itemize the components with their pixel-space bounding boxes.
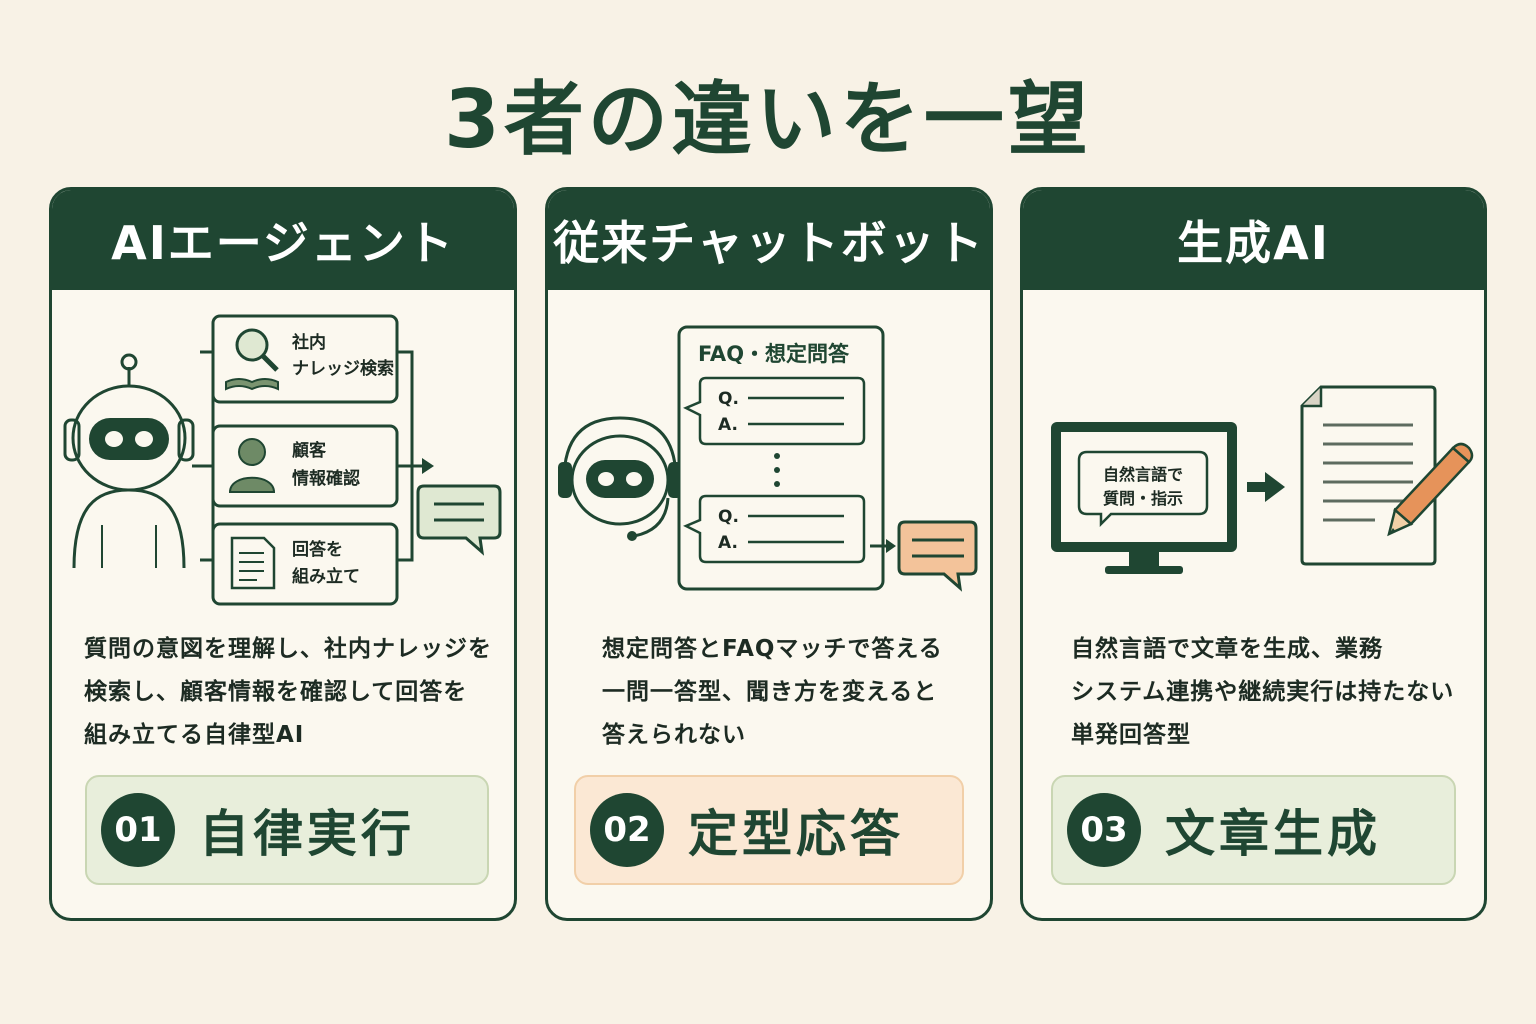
prompt-line-1: 自然言語で xyxy=(1103,465,1183,484)
arrow-head-icon xyxy=(886,539,896,553)
robot-icon xyxy=(63,353,195,569)
desc-line: 答えられない xyxy=(602,722,746,748)
genai-illustration: 自然言語で 質問・指示 xyxy=(1023,290,1484,624)
person-icon xyxy=(228,438,276,493)
card-heading: 従来チャットボット xyxy=(548,190,990,290)
answer-label: A. xyxy=(718,415,738,435)
prompt-line-2: 質問・指示 xyxy=(1103,489,1183,508)
qa-bubble xyxy=(683,376,866,446)
desc-line: 検索し、顧客情報を確認して回答を xyxy=(84,679,468,705)
card-generative-ai: 生成AI 自然言語で 質問・指示 xyxy=(1020,187,1487,921)
desc-line: 自然言語で文章を生成、業務 xyxy=(1071,636,1383,662)
agent-illustration: 社内 ナレッジ検索 顧客 情報確認 回答を 組み立て xyxy=(52,290,514,624)
ellipsis-dot xyxy=(774,467,780,473)
arrow-head-icon xyxy=(1265,472,1285,502)
tool-label-3b: 組み立て xyxy=(292,566,360,587)
question-label: Q. xyxy=(718,507,739,527)
card-description: 想定問答とFAQマッチで答える 一問一答型、聞き方を変えると 答えられない xyxy=(602,628,943,757)
card-heading: 生成AI xyxy=(1023,190,1484,290)
badge-text-generation: 03 文章生成 xyxy=(1051,775,1456,885)
badge-label: 文章生成 xyxy=(1165,805,1381,863)
tool-label-1b: ナレッジ検索 xyxy=(292,358,394,379)
page-title: 3者の違いを一望 xyxy=(444,73,1092,166)
document-icon xyxy=(1300,385,1437,566)
ellipsis-dot xyxy=(774,481,780,487)
badge-fixed-response: 02 定型応答 xyxy=(574,775,964,885)
question-label: Q. xyxy=(718,389,739,409)
tool-label-3a: 回答を xyxy=(292,539,343,560)
document-icon xyxy=(230,536,276,590)
desc-line: 質問の意図を理解し、社内ナレッジを xyxy=(84,636,492,662)
chat-bubble-icon xyxy=(897,520,978,592)
qa-bubble xyxy=(683,494,866,564)
badge-number: 03 xyxy=(1067,793,1141,867)
card-heading: AIエージェント xyxy=(52,190,514,290)
desc-line: 一問一答型、聞き方を変えると xyxy=(602,679,938,705)
badge-label: 自律実行 xyxy=(199,805,415,863)
card-description: 自然言語で文章を生成、業務 システム連携や継続実行は持たない 単発回答型 xyxy=(1071,628,1454,757)
headset-robot-icon xyxy=(558,416,682,541)
tool-label-2a: 顧客 xyxy=(292,440,327,461)
ellipsis-dot xyxy=(774,453,780,459)
badge-number: 02 xyxy=(590,793,664,867)
chatbot-illustration: FAQ・想定問答 Q. A. Q. A. xyxy=(548,290,990,624)
chat-bubble-icon xyxy=(416,484,502,556)
badge-number: 01 xyxy=(101,793,175,867)
magnifier-book-icon xyxy=(225,328,279,391)
badge-autonomous: 01 自律実行 xyxy=(85,775,489,885)
desc-line: 想定問答とFAQマッチで答える xyxy=(602,636,943,662)
tool-label-1a: 社内 xyxy=(291,332,326,353)
faq-title: FAQ・想定問答 xyxy=(698,342,850,366)
monitor-icon xyxy=(1051,422,1237,574)
desc-line: 組み立てる自律型AI xyxy=(84,722,305,748)
desc-line: システム連携や継続実行は持たない xyxy=(1071,679,1455,705)
desc-line: 単発回答型 xyxy=(1071,722,1191,748)
card-traditional-chatbot: 従来チャットボット FAQ・想定問答 xyxy=(545,187,993,921)
tool-label-2b: 情報確認 xyxy=(292,468,360,489)
card-ai-agent: AIエージェント xyxy=(49,187,517,921)
card-description: 質問の意図を理解し、社内ナレッジを 検索し、顧客情報を確認して回答を 組み立てる… xyxy=(84,628,492,757)
tool-box-customer xyxy=(211,424,399,508)
pen-icon xyxy=(1387,442,1474,537)
answer-label: A. xyxy=(718,533,738,553)
arrow-line xyxy=(1247,482,1267,492)
badge-label: 定型応答 xyxy=(688,805,904,863)
